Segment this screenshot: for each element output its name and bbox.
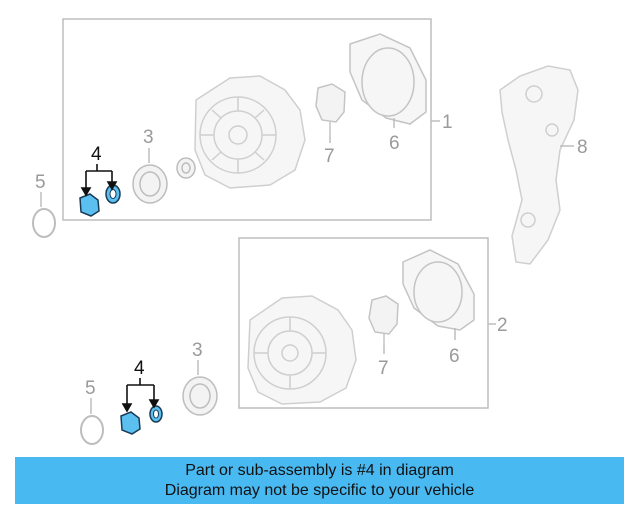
mounting-bracket — [499, 65, 579, 265]
callout-3-upper: 3 — [143, 127, 154, 148]
callout-5-upper: 5 — [35, 172, 46, 193]
regulator-upper — [315, 83, 346, 136]
rear-cover-upper — [349, 33, 427, 125]
callout-8: 8 — [577, 137, 588, 158]
callout-2: 2 — [497, 315, 508, 336]
ring-lower — [80, 415, 104, 445]
pulley-upper — [132, 157, 196, 204]
alternator-lower — [247, 295, 357, 405]
callout-7-lower: 7 — [378, 358, 389, 379]
regulator-lower — [368, 295, 399, 346]
banner-line-1: Part or sub-assembly is #4 in diagram — [185, 461, 454, 479]
rear-cover-lower — [402, 249, 475, 331]
callout-7-upper: 7 — [324, 146, 335, 167]
leader-lines — [40, 118, 574, 414]
info-banner: Part or sub-assembly is #4 in diagram Di… — [15, 457, 624, 504]
callout-6-lower: 6 — [449, 346, 460, 367]
callout-1: 1 — [442, 112, 453, 133]
banner-line-2: Diagram may not be specific to your vehi… — [164, 481, 475, 499]
pulley-lower — [182, 376, 218, 416]
callout-4-lower: 4 — [134, 358, 145, 379]
assembly-box-2 — [238, 237, 496, 409]
leader-4-lower — [121, 378, 160, 413]
callout-3-lower: 3 — [192, 340, 203, 361]
callout-6-upper: 6 — [389, 133, 400, 154]
callout-5-lower: 5 — [85, 378, 96, 399]
assembly-box-1 — [62, 18, 440, 221]
part-4-lower — [120, 405, 163, 435]
ring-upper — [32, 208, 56, 238]
leader-4-upper — [80, 164, 118, 197]
callout-4-upper: 4 — [91, 144, 102, 165]
alternator-upper — [194, 75, 306, 189]
